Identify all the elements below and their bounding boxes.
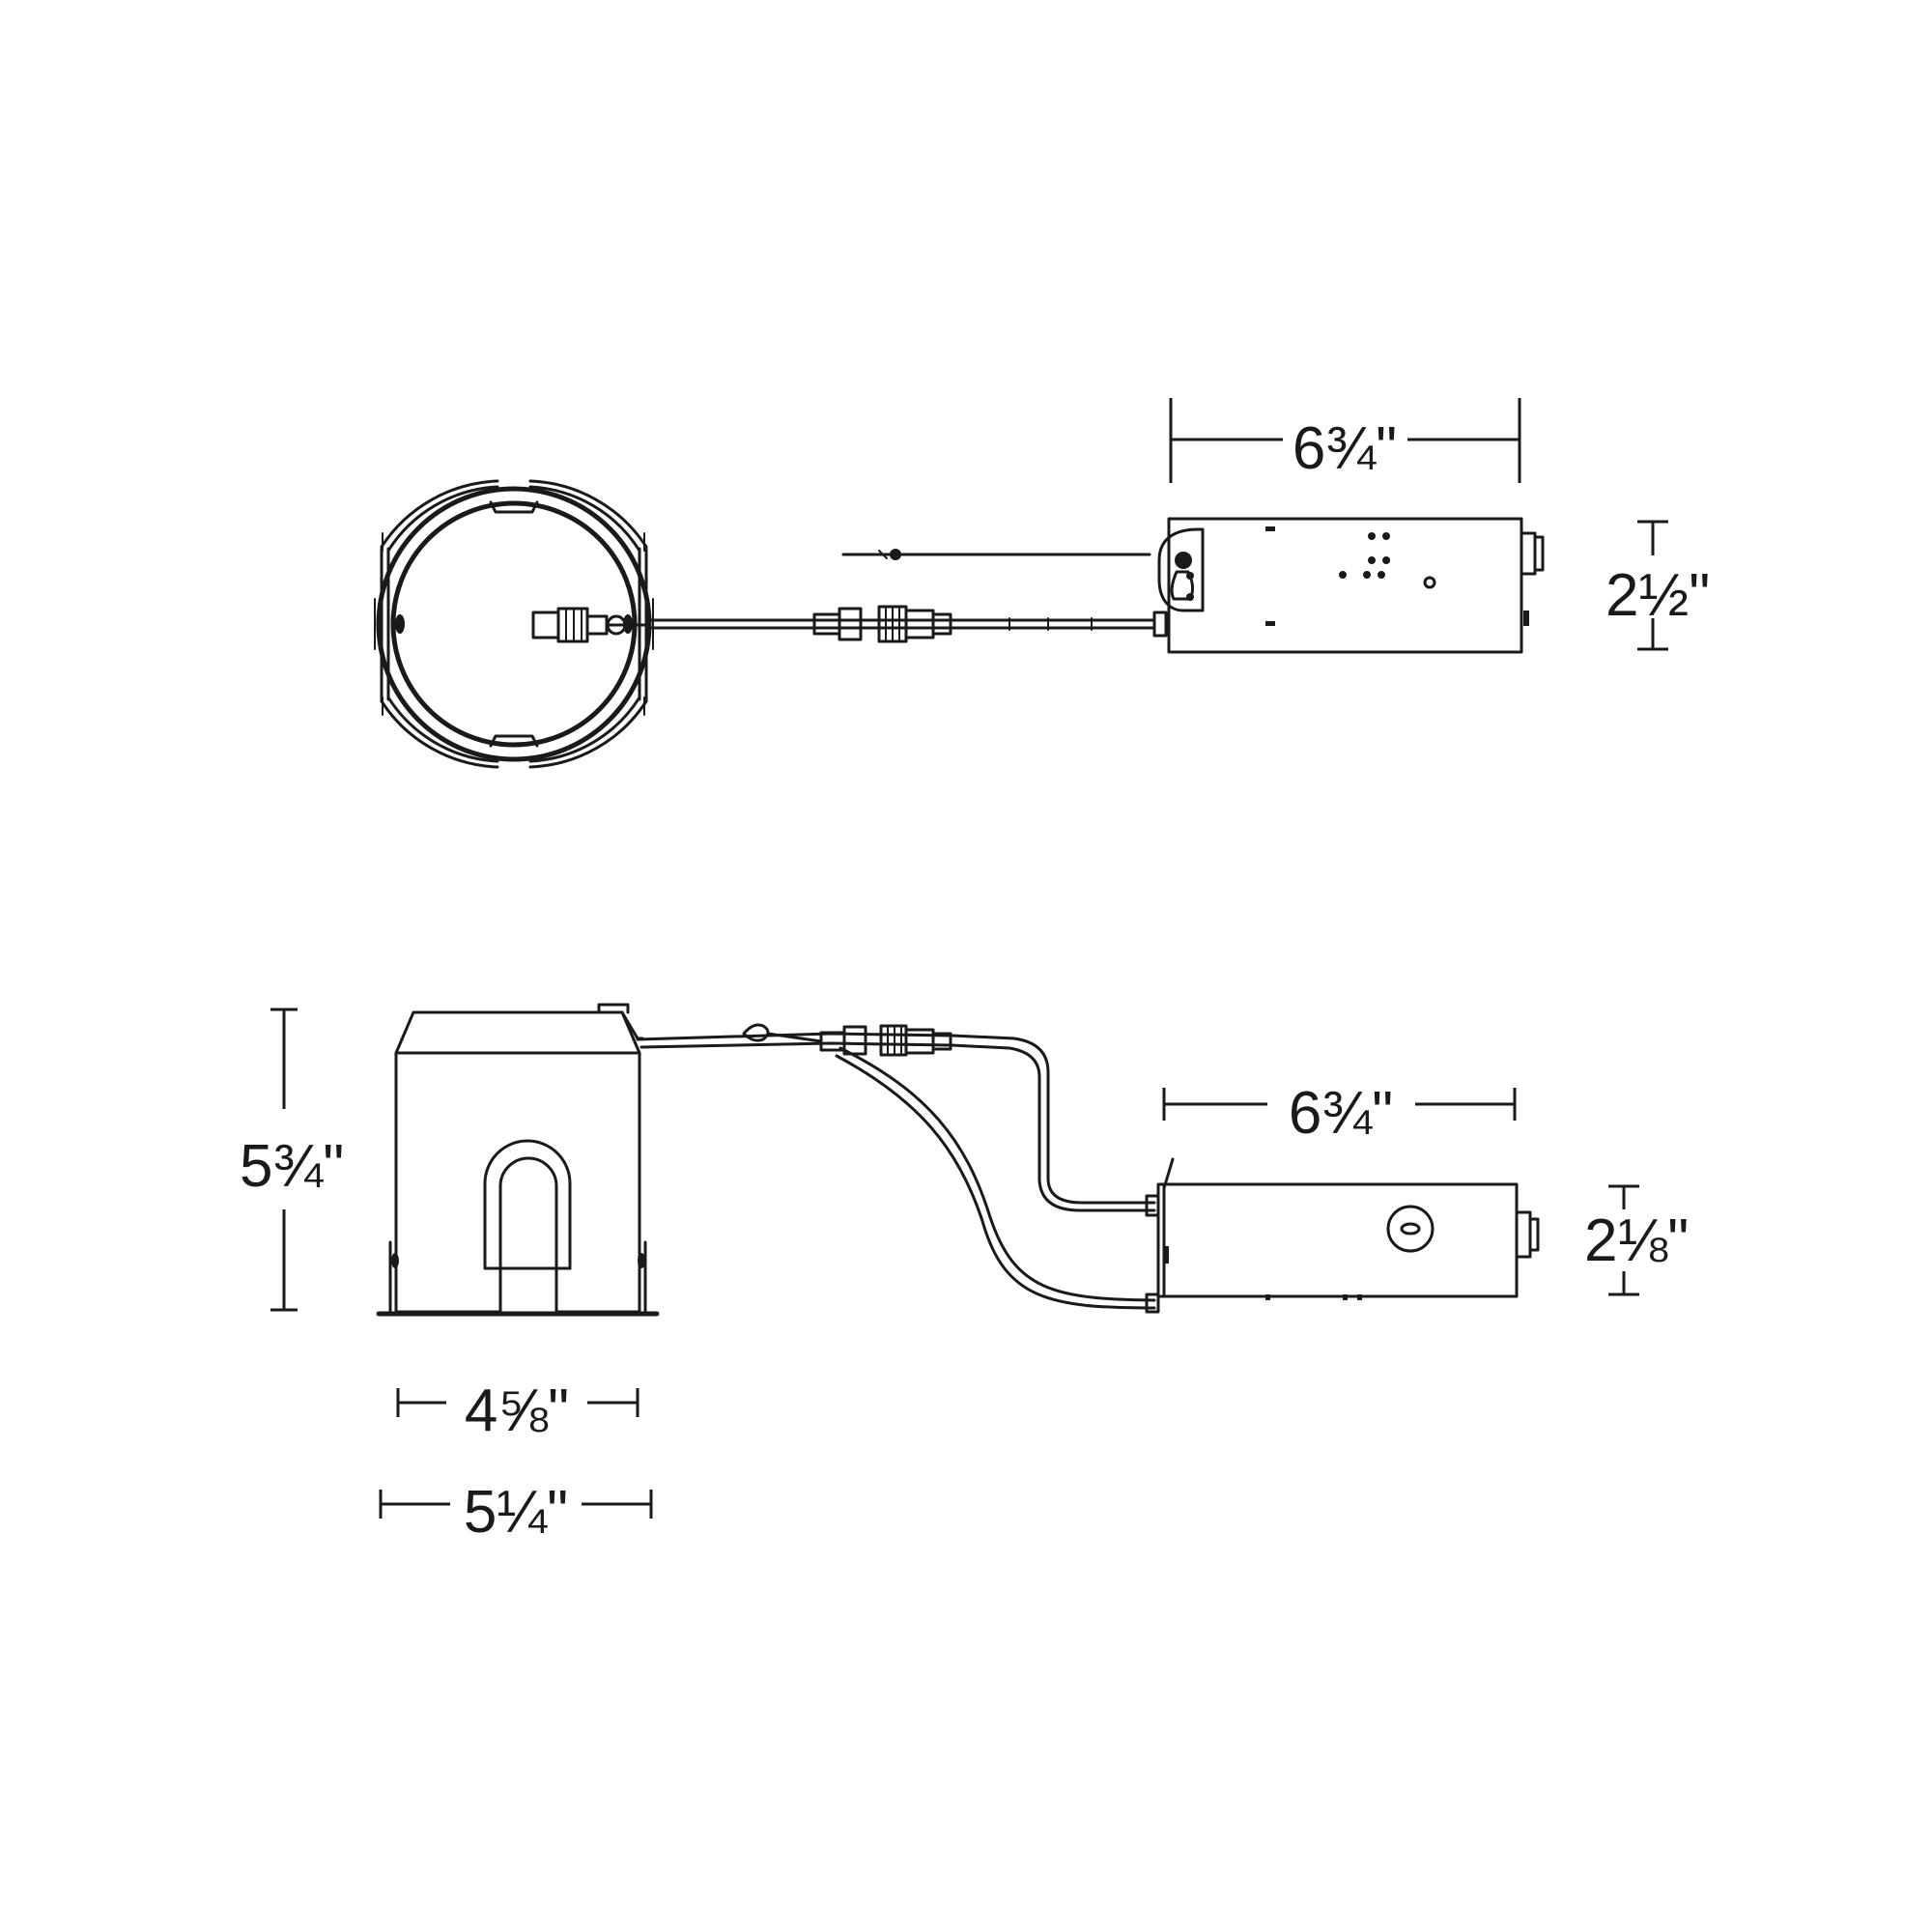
dimension-housing-inner-width: 4⅝" [396, 1378, 639, 1444]
label-housing-outer-width: 5¼" [464, 1479, 568, 1546]
label-side-housing-height: 5¾" [240, 1133, 344, 1200]
dimension-side-housing-height: 5¾" [240, 1008, 344, 1312]
label-top-driver-height: 2½" [1605, 562, 1710, 629]
side-view: 5¾" 6¾" 2⅛" 4⅝" [240, 1003, 1689, 1546]
dimension-top-driver-width: 6¾" [1169, 398, 1521, 483]
housing-top-view [374, 479, 654, 769]
driver-box-top-view [1157, 517, 1545, 654]
dimension-side-driver-height: 2⅛" [1584, 1184, 1689, 1296]
housing-side-view [376, 1003, 660, 1317]
driver-box-side-view [1156, 1182, 1540, 1300]
dimension-housing-outer-width: 5¼" [379, 1479, 653, 1546]
side-conduit [636, 1023, 1175, 1314]
top-view: 6¾" 2½" [374, 398, 1710, 769]
label-side-driver-height: 2⅛" [1584, 1208, 1689, 1274]
dimension-top-driver-height: 2½" [1605, 520, 1710, 651]
top-conduit [645, 549, 1168, 643]
label-side-driver-width: 6¾" [1289, 1080, 1393, 1147]
dimension-side-driver-width: 6¾" [1162, 1080, 1517, 1147]
label-housing-inner-width: 4⅝" [465, 1378, 569, 1444]
label-top-driver-width: 6¾" [1293, 415, 1397, 482]
